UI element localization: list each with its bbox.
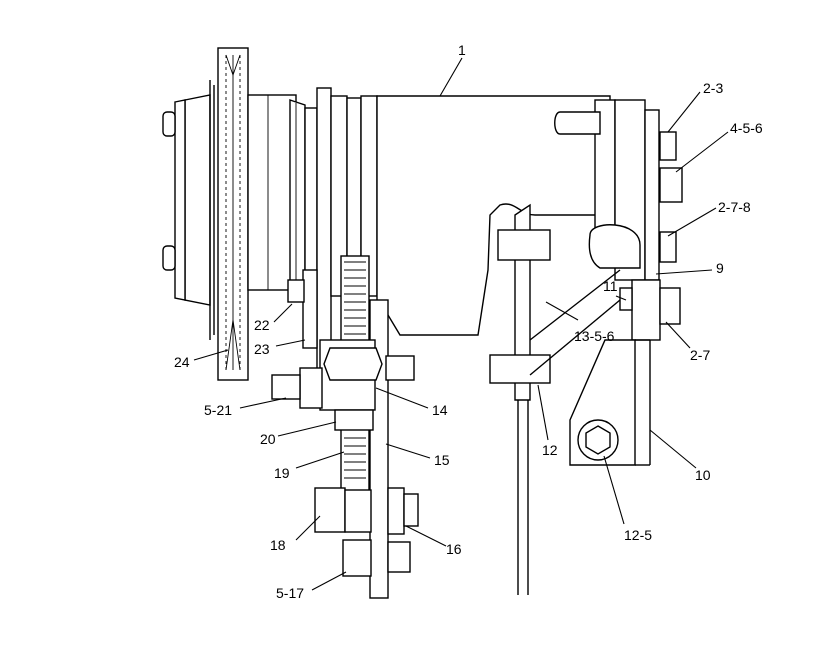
callout-2-7-8: 2-7-8 bbox=[718, 199, 751, 215]
callout-2-3: 2-3 bbox=[703, 80, 723, 96]
callout-23: 23 bbox=[254, 341, 270, 357]
callout-13-5-6: 13-5-6 bbox=[574, 328, 615, 344]
bracket-assembly bbox=[271, 203, 681, 599]
callout-5-17: 5-17 bbox=[276, 585, 304, 601]
callout-11: 11 bbox=[603, 278, 618, 294]
callout-4-5-6: 4-5-6 bbox=[730, 120, 763, 136]
callout-2-7: 2-7 bbox=[690, 347, 710, 363]
pulley-assembly bbox=[162, 47, 378, 389]
callout-5-21: 5-21 bbox=[204, 402, 232, 418]
compressor-body bbox=[376, 95, 683, 336]
leader-lines bbox=[193, 57, 729, 591]
callout-labels: 1 2-3 4-5-6 2-7-8 9 11 2-7 13-5-6 22 23 … bbox=[174, 42, 763, 601]
callout-1: 1 bbox=[458, 42, 466, 58]
callout-14: 14 bbox=[432, 402, 448, 418]
callout-12: 12 bbox=[542, 442, 558, 458]
callout-9: 9 bbox=[716, 260, 724, 276]
callout-24: 24 bbox=[174, 354, 190, 370]
callout-20: 20 bbox=[260, 431, 276, 447]
callout-12-5: 12-5 bbox=[624, 527, 652, 543]
callout-18: 18 bbox=[270, 537, 286, 553]
callout-19: 19 bbox=[274, 465, 290, 481]
callout-22: 22 bbox=[254, 317, 270, 333]
callout-15: 15 bbox=[434, 452, 450, 468]
callout-10: 10 bbox=[695, 467, 711, 483]
callout-16: 16 bbox=[446, 541, 462, 557]
